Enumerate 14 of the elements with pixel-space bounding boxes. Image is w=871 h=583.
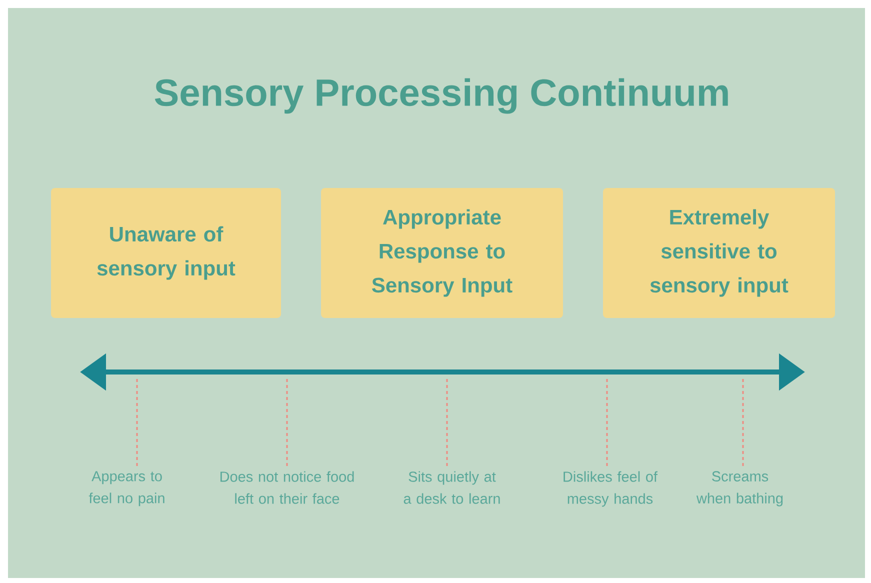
- example-label: Screams when bathing: [696, 471, 783, 506]
- example-label: Dislikes feel of messy hands: [564, 471, 658, 507]
- category-box: Unaware of sensory input: [51, 188, 281, 318]
- leader-line: [136, 378, 138, 466]
- leader-line: [286, 378, 288, 466]
- leader-line: [742, 378, 744, 466]
- example-label: Appears to feel no pain: [88, 471, 164, 506]
- leader-line: [446, 378, 448, 466]
- category-box: Extremely sensitive to sensory input: [603, 188, 835, 318]
- category-box: Appropriate Response to Sensory Input: [321, 188, 563, 318]
- title: Sensory Processing Continuum: [154, 78, 728, 114]
- example-label: Sits quietly at a desk to learn: [404, 471, 500, 504]
- example-label: Does not notice food left on their face: [220, 471, 354, 504]
- leader-line: [606, 378, 608, 466]
